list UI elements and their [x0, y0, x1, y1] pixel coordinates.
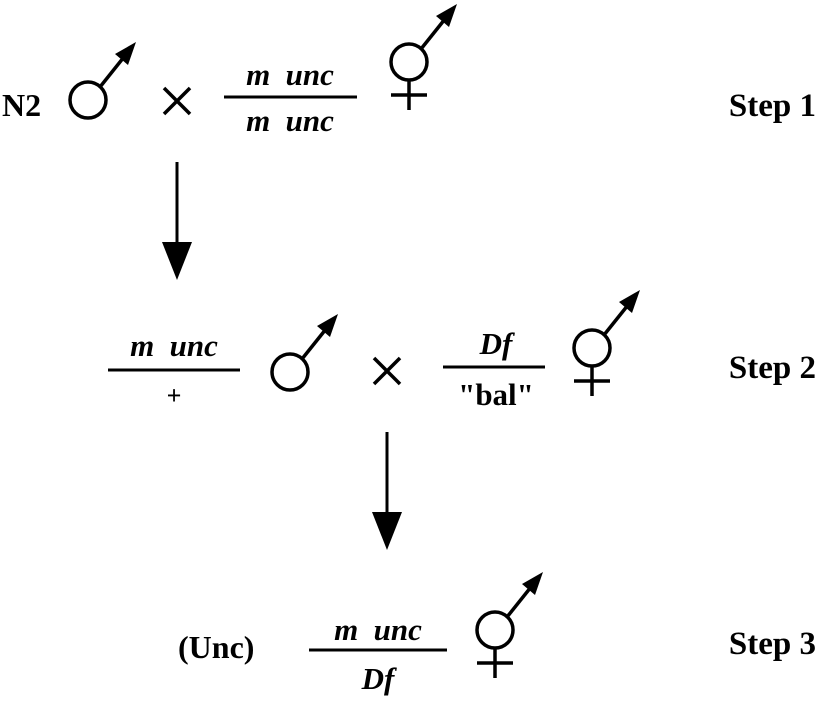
genotype-top: m unc [246, 57, 334, 92]
male-icon [68, 40, 138, 120]
genotype-top: m unc [334, 612, 422, 647]
down-arrow-icon [370, 430, 404, 552]
step1-row: N2 m unc m unc Step 1 [2, 2, 816, 138]
genotype-bottom: m unc [246, 103, 334, 138]
genotype-bottom: "bal" [458, 377, 534, 412]
step2-row: m unc + Df "bal" Step 2 [108, 288, 816, 412]
strain-n2-label: N2 [2, 87, 41, 123]
cross-icon [372, 356, 402, 386]
genotype-bottom: Df [361, 661, 397, 696]
step3-label: Step 3 [729, 626, 816, 662]
cross-icon [162, 86, 192, 116]
genotype-top: m unc [130, 328, 218, 363]
phenotype-label: (Unc) [178, 629, 254, 665]
down-arrow-icon [160, 160, 194, 282]
step1-label: Step 1 [729, 88, 816, 124]
male-icon [270, 312, 340, 392]
step3-row: (Unc) m unc Df Step 3 [178, 570, 816, 696]
step2-label: Step 2 [729, 350, 816, 386]
genotype-top: Df [479, 326, 515, 361]
hermaphrodite-icon [389, 2, 459, 112]
genotype-bottom: + [167, 381, 182, 410]
hermaphrodite-icon [475, 570, 545, 680]
hermaphrodite-icon [572, 288, 642, 398]
